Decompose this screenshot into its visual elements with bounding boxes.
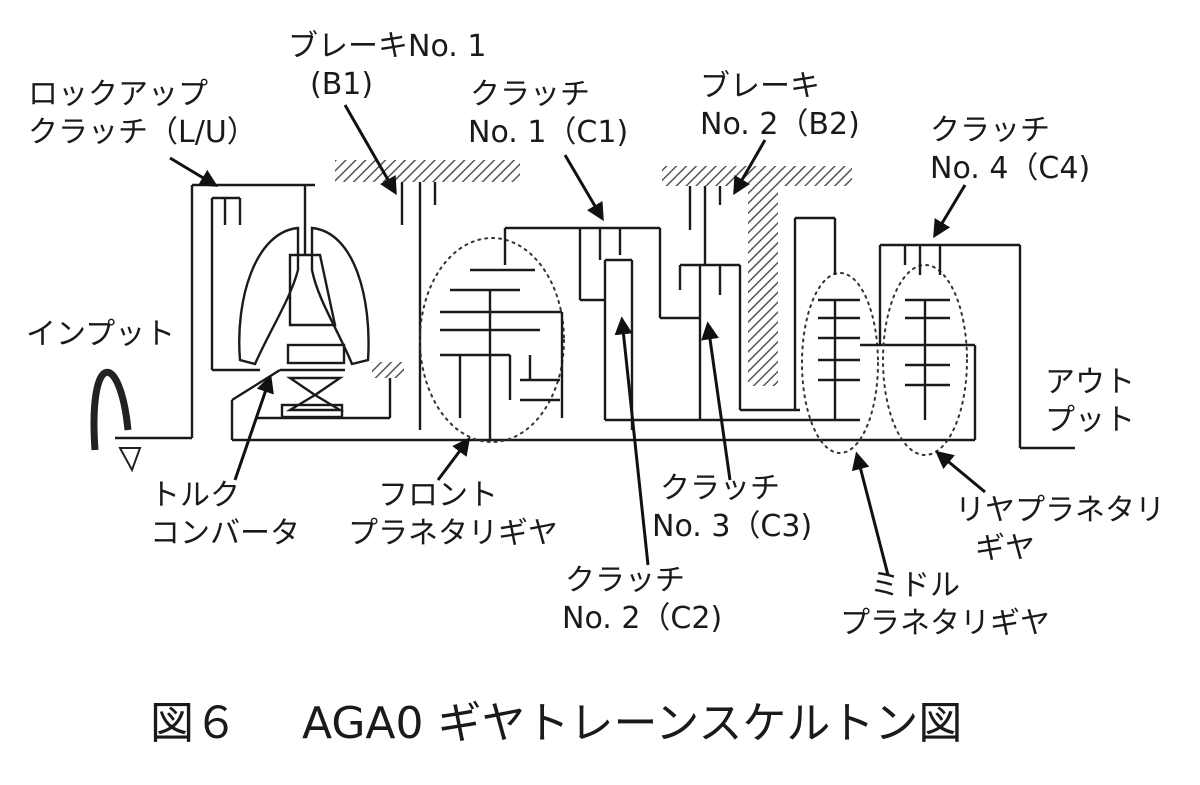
- label-input: インプット: [26, 317, 175, 352]
- housing-ground: [335, 160, 852, 386]
- label-brake2-line2: No. 2（B2): [700, 107, 860, 142]
- label-clutch4-line2: No. 4（C4): [930, 151, 1090, 186]
- brake-b1: [400, 182, 437, 430]
- label-front-planetary-line1: フロント: [378, 478, 498, 513]
- pointer-arrows: [169, 104, 986, 576]
- label-clutch3-line1: クラッチ: [660, 471, 780, 506]
- label-brake1-line2: (B1): [310, 67, 373, 102]
- label-rear-planetary-line2: ギヤ: [975, 531, 1035, 566]
- label-rear-planetary-line1: リヤプラネタリ: [955, 493, 1165, 528]
- label-clutch1-line2: No. 1（C1): [468, 115, 628, 150]
- label-brake2-line1: ブレーキ: [700, 69, 820, 104]
- figure-title: AGA0 ギヤトレーンスケルトン図: [302, 698, 962, 749]
- label-lockup-line2: クラッチ（L/U）: [28, 115, 257, 150]
- label-middle-planetary-line2: プラネタリギヤ: [840, 606, 1050, 641]
- rear-planetary-gear: [878, 243, 1075, 456]
- input-rotation-arrow: [90, 368, 142, 473]
- torque-converter: [231, 185, 392, 420]
- label-torque-converter-line2: コンバータ: [150, 516, 300, 551]
- label-output-line1: アウト: [1045, 365, 1135, 400]
- label-clutch1-line1: クラッチ: [470, 77, 590, 112]
- front-planetary-gear: [419, 226, 580, 443]
- label-front-planetary-line2: プラネタリギヤ: [348, 516, 558, 551]
- label-clutch2-line2: No. 2（C2): [562, 601, 722, 636]
- label-torque-converter-line1: トルク: [150, 478, 240, 513]
- label-middle-planetary-line1: ミドル: [870, 568, 960, 603]
- label-clutch4-line1: クラッチ: [930, 113, 1050, 148]
- middle-planetary-gear: [793, 216, 905, 454]
- label-lockup-line1: ロックアップ: [28, 77, 208, 112]
- label-clutch3-line2: No. 3（C3): [652, 509, 812, 544]
- label-clutch2-line1: クラッチ: [565, 563, 685, 598]
- clutch-c1-c2: [578, 226, 700, 430]
- brake-b2-clutch-c3: [632, 186, 860, 422]
- figure-number: 図６: [150, 698, 238, 749]
- lockup-clutch: [210, 196, 260, 372]
- label-brake1-line1: ブレーキNo. 1: [288, 29, 486, 64]
- label-output-line2: プット: [1045, 403, 1135, 438]
